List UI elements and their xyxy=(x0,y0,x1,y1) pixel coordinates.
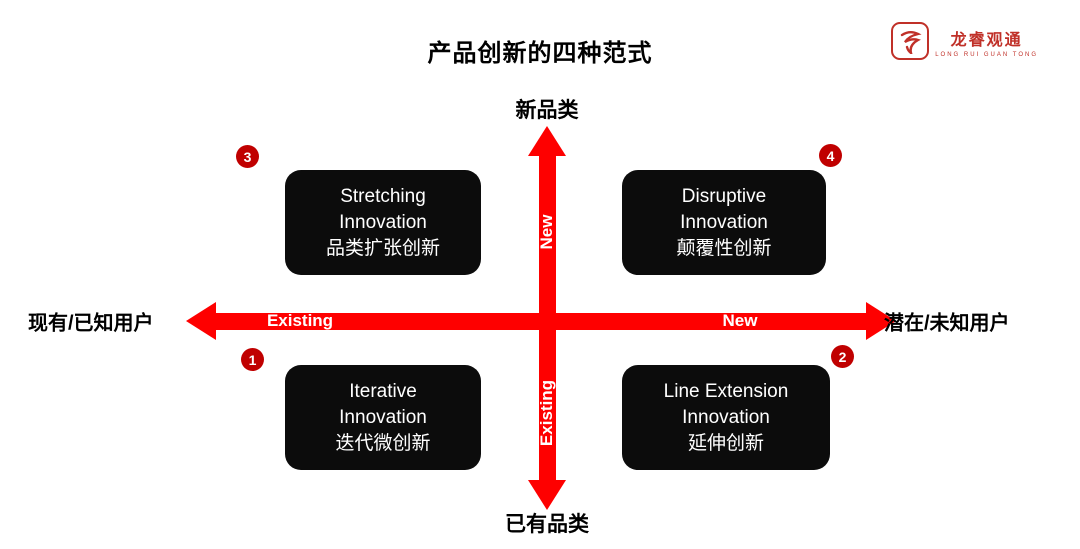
quadrant-line: Line Extension xyxy=(663,380,789,402)
arrowhead-right-icon xyxy=(866,302,896,340)
quadrant-line: 颠覆性创新 xyxy=(676,237,772,259)
quadrant-line: Innovation xyxy=(339,211,427,233)
badge-4: 4 xyxy=(819,144,842,167)
quadrant-line: Innovation xyxy=(682,406,770,428)
logo: 龙睿观通 LONG RUI GUAN TONG xyxy=(891,22,1038,60)
dragon-mark-icon xyxy=(901,31,922,54)
quadrant-line: 延伸创新 xyxy=(687,432,764,454)
segment-label-horizontal-existing: Existing xyxy=(266,311,334,330)
quadrant-box-stretching-innovation: Stretching Innovation 品类扩张创新 xyxy=(285,170,481,275)
segment-label-horizontal-new: New xyxy=(722,311,758,330)
quadrant-line: Innovation xyxy=(339,406,427,428)
quadrant-line: 品类扩张创新 xyxy=(325,237,440,259)
quadrant-line: Iterative xyxy=(349,380,417,402)
arrowhead-down-icon xyxy=(528,480,566,510)
axis-label-right: 潜在/未知用户 xyxy=(884,312,1010,335)
axis-label-bottom: 已有品类 xyxy=(505,513,589,536)
quadrant-box-iterative-innovation: Iterative Innovation 迭代微创新 xyxy=(285,365,481,470)
quadrant-box-disruptive-innovation: Disruptive Innovation 颠覆性创新 xyxy=(622,170,826,275)
axis-label-top: 新品类 xyxy=(515,99,579,122)
quadrant-line: Stretching xyxy=(340,185,426,207)
logo-icon xyxy=(891,22,930,60)
logo-text-block: 龙睿观通 LONG RUI GUAN TONG xyxy=(935,22,1038,58)
page-title: 产品创新的四种范式 xyxy=(427,40,653,67)
segment-label-vertical-existing: Existing xyxy=(537,379,556,447)
segment-label-vertical-new: New xyxy=(537,214,556,250)
horizontal-axis xyxy=(214,313,868,330)
axis-label-left: 现有/已知用户 xyxy=(28,312,154,335)
quadrant-line: Innovation xyxy=(680,211,768,233)
quadrant-line: Disruptive xyxy=(681,185,767,207)
logo-subtext: LONG RUI GUAN TONG xyxy=(935,52,1038,58)
quadrant-box-line-extension-innovation: Line Extension Innovation 延伸创新 xyxy=(622,365,830,470)
arrowhead-left-icon xyxy=(186,302,216,340)
badge-1: 1 xyxy=(241,348,264,371)
arrowhead-up-icon xyxy=(528,126,566,156)
badge-2: 2 xyxy=(831,345,854,368)
badge-3: 3 xyxy=(236,145,259,168)
logo-name: 龙睿观通 xyxy=(950,32,1023,49)
quadrant-line: 迭代微创新 xyxy=(335,432,431,454)
